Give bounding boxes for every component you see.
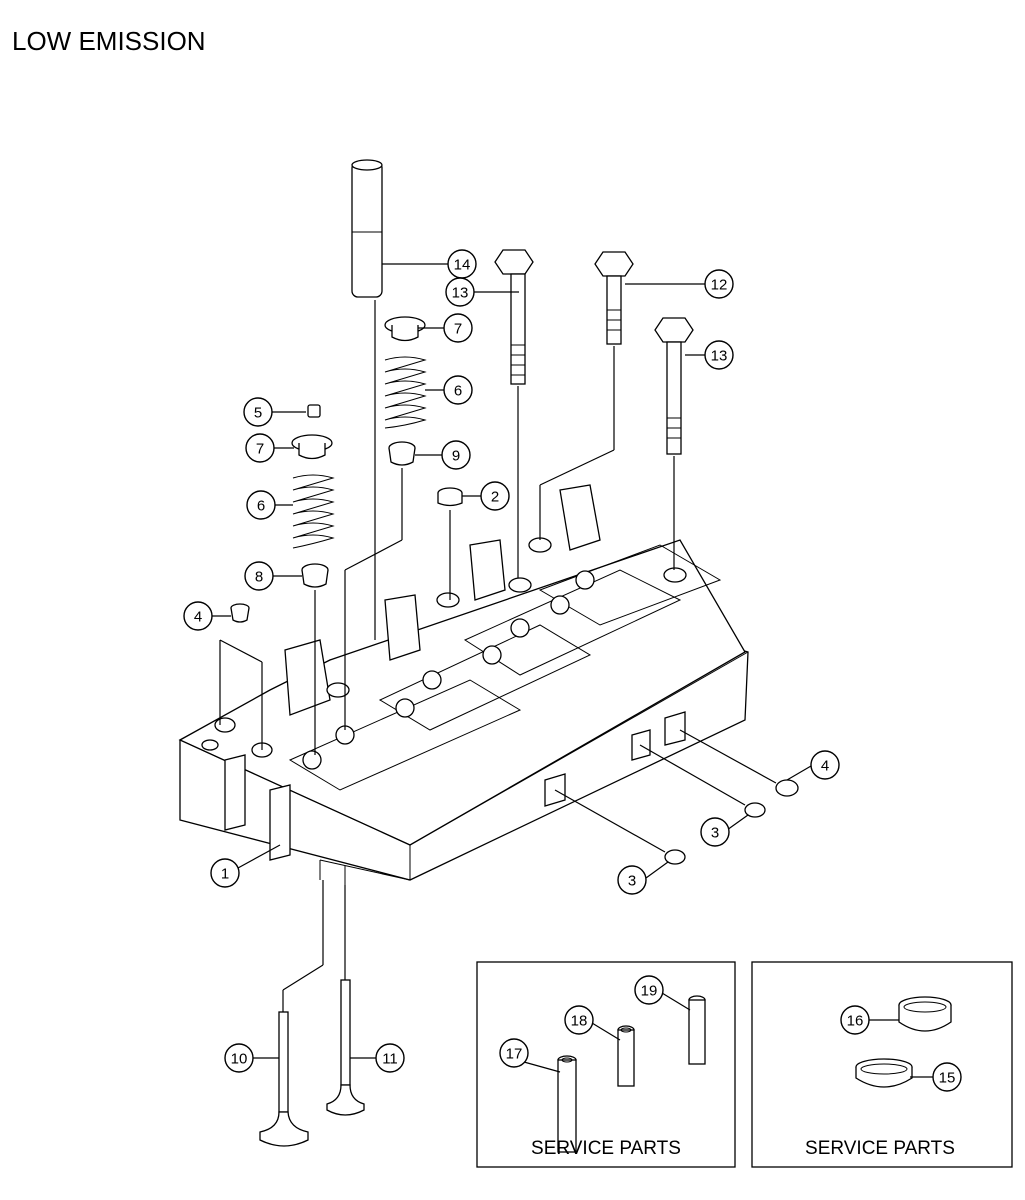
svg-text:16: 16 (847, 1013, 864, 1030)
svg-text:11: 11 (382, 1051, 398, 1068)
svg-text:7: 7 (256, 441, 264, 458)
page-title: LOW EMISSION (12, 26, 206, 56)
valve-stem-seal-lower (301, 563, 329, 755)
svg-text:9: 9 (452, 448, 460, 465)
plug-3-lower (554, 789, 686, 865)
intake-valve (259, 880, 324, 1147)
svg-text:10: 10 (231, 1051, 248, 1068)
spring-retainer-upper (384, 316, 426, 342)
service-parts-label-right: SERVICE PARTS (805, 1138, 955, 1159)
callout-9: 9 (441, 440, 471, 470)
callout-7-lower: 7 (245, 433, 275, 463)
svg-text:8: 8 (255, 569, 263, 586)
callout-7-upper: 7 (443, 313, 473, 343)
callout-2: 2 (480, 481, 510, 511)
callout-6-lower: 6 (246, 490, 276, 520)
plug-4-right (679, 729, 799, 797)
plug-4-left (219, 603, 263, 750)
svg-text:4: 4 (821, 758, 829, 775)
callout-3-lower: 3 (617, 865, 647, 895)
plug-2 (437, 487, 463, 600)
callout-19: 19 (634, 975, 664, 1005)
exhaust-valve (326, 885, 365, 1116)
callout-6-upper: 6 (443, 375, 473, 405)
callout-13-upper: 13 (445, 277, 475, 307)
svg-text:6: 6 (257, 498, 265, 515)
callout-4-left: 4 (183, 601, 213, 631)
cylinder-head (178, 484, 749, 885)
svg-text:6: 6 (454, 383, 462, 400)
valve-seat-15 (855, 1058, 913, 1088)
valve-seat-16 (898, 996, 952, 1032)
svg-text:13: 13 (452, 285, 469, 302)
svg-text:18: 18 (571, 1013, 588, 1030)
service-parts-panel-left: SERVICE PARTS (476, 961, 736, 1168)
valve-cotter (307, 404, 321, 418)
callout-4-right: 4 (810, 750, 840, 780)
callout-11: 11 (375, 1043, 405, 1073)
callout-5: 5 (243, 397, 273, 427)
svg-text:3: 3 (628, 873, 636, 890)
callout-12: 12 (704, 269, 734, 299)
svg-text:19: 19 (641, 983, 658, 1000)
svg-text:13: 13 (711, 348, 728, 365)
svg-text:5: 5 (254, 405, 262, 422)
svg-text:14: 14 (454, 257, 471, 274)
callout-leaders (212, 263, 933, 1078)
valve-stem-seal-upper (344, 441, 416, 730)
callout-18: 18 (564, 1005, 594, 1035)
head-bolt-13-upper (494, 249, 534, 578)
svg-text:1: 1 (221, 866, 229, 883)
callout-13-lower: 13 (704, 340, 734, 370)
svg-text:7: 7 (454, 321, 462, 338)
plug-3-upper (639, 744, 766, 818)
head-bolt-12 (539, 251, 634, 540)
svg-text:2: 2 (491, 489, 499, 506)
sleeve-17 (557, 1055, 577, 1153)
valve-guide (351, 159, 383, 640)
callout-3-upper: 3 (700, 817, 730, 847)
valve-spring-upper (384, 356, 427, 429)
callout-15: 15 (932, 1062, 962, 1092)
callout-16: 16 (840, 1005, 870, 1035)
service-parts-label-left: SERVICE PARTS (531, 1138, 681, 1159)
spring-retainer-lower (291, 434, 333, 460)
callout-8: 8 (244, 561, 274, 591)
callout-17: 17 (499, 1038, 529, 1068)
svg-text:3: 3 (711, 825, 719, 842)
callout-14: 14 (447, 249, 477, 279)
svg-text:17: 17 (506, 1046, 523, 1063)
svg-text:15: 15 (939, 1070, 956, 1087)
valve-spring-lower (292, 474, 335, 549)
service-parts-panel-right: SERVICE PARTS (751, 961, 1013, 1168)
svg-text:4: 4 (194, 609, 202, 626)
sleeve-19 (688, 995, 706, 1065)
callout-1: 1 (210, 858, 240, 888)
head-bolt-13-lower (654, 317, 694, 570)
sleeve-18 (617, 1025, 635, 1087)
svg-text:12: 12 (711, 277, 728, 294)
callout-10: 10 (224, 1043, 254, 1073)
